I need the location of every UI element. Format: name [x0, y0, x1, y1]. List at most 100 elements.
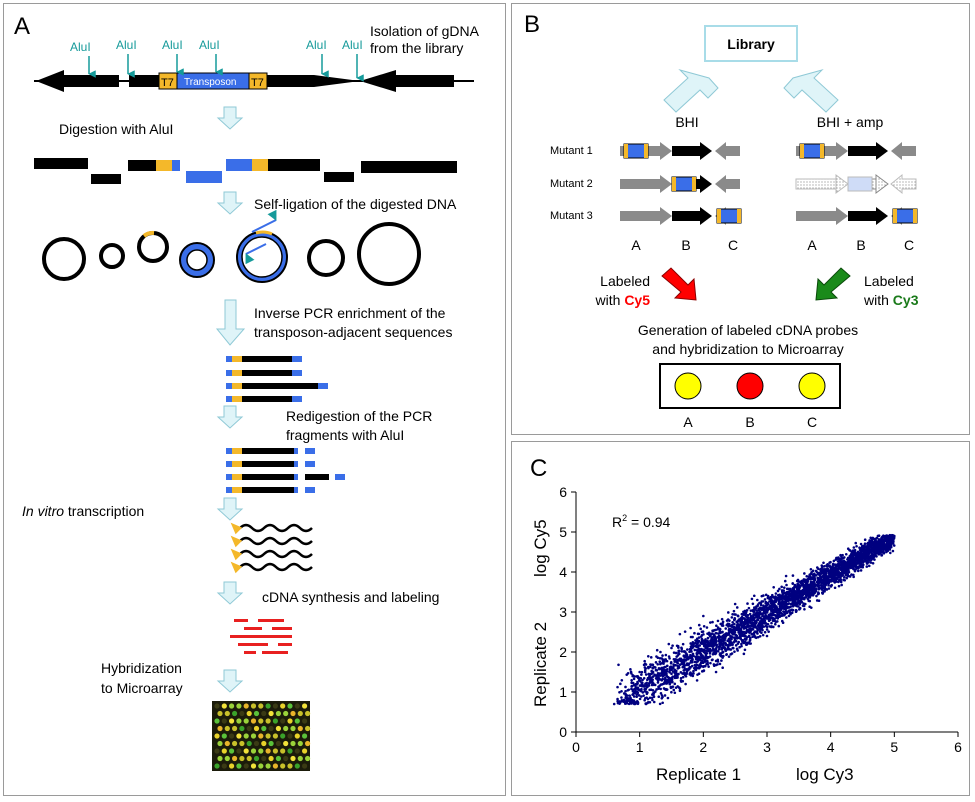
- scatter-point: [836, 557, 840, 561]
- t7-right-label: T7: [251, 77, 264, 89]
- scatter-point: [664, 676, 667, 680]
- scatter-point: [690, 664, 694, 668]
- scatter-point: [670, 672, 673, 676]
- scatter-point: [892, 544, 896, 547]
- scatter-point: [762, 606, 765, 610]
- scatter-point: [720, 648, 724, 651]
- scatter-point: [714, 670, 718, 674]
- selfligation-label: Self-ligation of the digested DNA: [254, 196, 457, 212]
- scatter-point: [752, 608, 756, 611]
- scatter-point: [665, 670, 669, 673]
- scatter-point: [733, 613, 736, 616]
- scatter-point: [767, 613, 771, 617]
- scatter-point: [839, 576, 842, 579]
- scatter-point: [665, 674, 669, 678]
- scatter-point: [747, 641, 751, 644]
- microarray-thumbnail-spot: [275, 740, 281, 747]
- scatter-point: [788, 597, 792, 601]
- scatter-point: [673, 671, 677, 675]
- scatter-point: [868, 558, 871, 562]
- microarray-thumbnail-spot: [239, 740, 245, 747]
- scatter-point: [752, 594, 756, 598]
- scatter-point: [841, 556, 845, 560]
- scatter-point: [703, 664, 707, 668]
- alui-site-label: AluI: [162, 38, 183, 52]
- microarray-thumbnail-spot: [214, 763, 220, 769]
- scatter-point: [733, 622, 736, 626]
- scatter-point: [631, 674, 634, 678]
- scatter-point: [685, 658, 689, 661]
- scatter-point: [869, 555, 873, 559]
- scatter-point: [705, 626, 709, 629]
- scatter-point: [648, 696, 652, 700]
- scatter-point: [676, 659, 680, 662]
- gene-c-label: C: [904, 237, 914, 253]
- scatter-point: [791, 592, 794, 596]
- scatter-point: [833, 569, 836, 573]
- scatter-point: [698, 651, 702, 654]
- scatter-point: [631, 689, 635, 693]
- scatter-point: [855, 565, 859, 569]
- scatter-point: [748, 612, 752, 616]
- scatter-point: [627, 688, 631, 692]
- scatter-point: [712, 652, 716, 655]
- scatter-point: [839, 553, 842, 557]
- scatter-point: [880, 554, 883, 557]
- y-axis-label-right: log Cy5: [531, 519, 550, 577]
- scatter-point: [704, 649, 708, 653]
- scatter-point: [782, 586, 786, 589]
- scatter-point: [845, 576, 849, 580]
- scatter-point: [778, 587, 781, 591]
- microarray-thumbnail-spot: [265, 733, 271, 739]
- scatter-point: [691, 674, 695, 678]
- scatter-point: [619, 682, 622, 686]
- scatter-point: [698, 663, 702, 667]
- step-arrow: [217, 405, 243, 429]
- scatter-point: [752, 631, 756, 634]
- scatter-point: [660, 694, 664, 697]
- scatter-point: [646, 655, 650, 658]
- microarray-thumbnail-spot: [243, 763, 249, 769]
- scatter-point: [847, 568, 850, 572]
- hybridization-label-line1: Hybridization: [101, 660, 182, 676]
- microarray-thumbnail-spot: [302, 733, 308, 739]
- scatter-point: [851, 557, 855, 561]
- scatter-point: [695, 652, 699, 656]
- scatter-point: [722, 654, 725, 658]
- microarray-thumbnail-spot: [305, 740, 311, 747]
- scatter-point: [624, 689, 627, 693]
- scatter-point: [770, 621, 773, 625]
- scatter-point: [624, 694, 628, 697]
- scatter-point: [776, 593, 780, 597]
- scatter-point: [791, 604, 794, 608]
- scatter-point: [669, 661, 673, 665]
- microarray-thumbnail-spot: [287, 748, 293, 754]
- scatter-point: [646, 665, 650, 669]
- scatter-point: [796, 595, 800, 599]
- scatter-point: [762, 604, 765, 607]
- scatter-point: [856, 569, 860, 573]
- scatter-point: [817, 599, 821, 603]
- microarray-thumbnail-spot: [258, 703, 264, 709]
- scatter-point: [746, 620, 750, 624]
- microarray-thumbnail-spot: [221, 748, 227, 754]
- scatter-point: [781, 600, 785, 604]
- scatter-point: [812, 572, 816, 576]
- scatter-point: [865, 565, 869, 568]
- scatter-point: [659, 662, 662, 666]
- scatter-point: [642, 684, 646, 687]
- scatter-point: [661, 701, 664, 705]
- scatter-point: [674, 663, 677, 667]
- scatter-point: [866, 542, 870, 545]
- microarray-thumbnail-spot: [246, 755, 252, 762]
- scatter-point: [729, 653, 732, 656]
- scatter-point: [763, 630, 767, 634]
- scatter-point: [727, 632, 731, 636]
- scatter-point: [721, 634, 724, 638]
- scatter-point: [818, 581, 821, 584]
- microarray-thumbnail-spot: [265, 703, 271, 709]
- scatter-point: [689, 661, 693, 664]
- spot-c-label: C: [807, 414, 817, 430]
- scatter-point: [780, 585, 783, 589]
- scatter-point: [648, 701, 652, 704]
